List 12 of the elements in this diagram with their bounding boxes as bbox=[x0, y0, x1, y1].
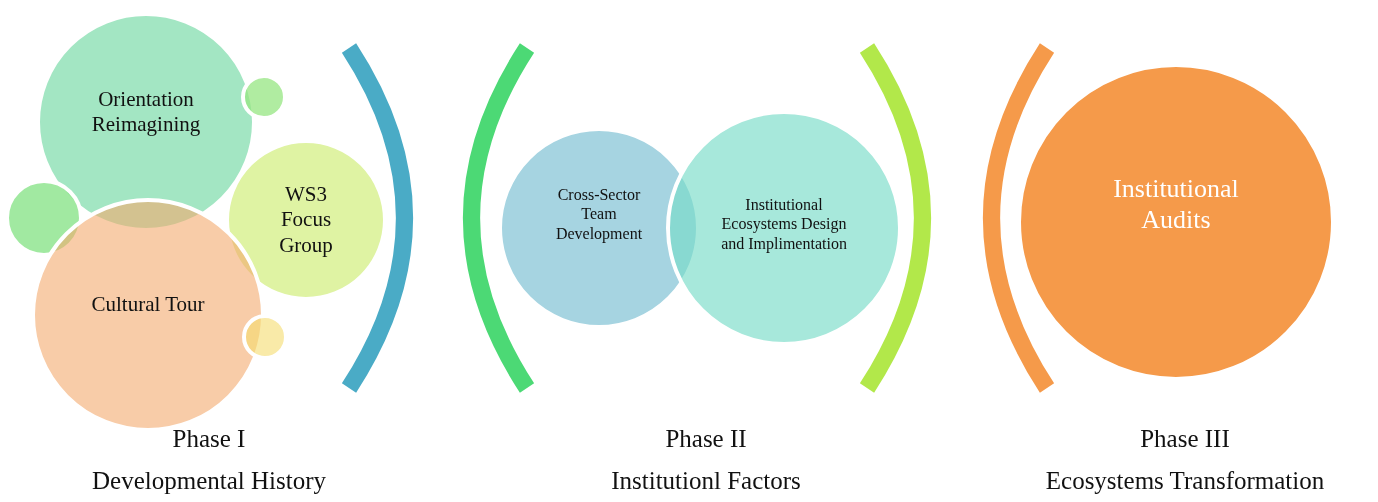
phase-subtitle: Institutionl Factors bbox=[610, 467, 802, 495]
phase-title: Phase I bbox=[171, 425, 247, 453]
circle-label: Institutional Audits bbox=[1112, 172, 1240, 236]
circle-label: Cross-Sector Team Development bbox=[554, 185, 644, 243]
phase-subtitle: Developmental History bbox=[91, 467, 327, 495]
circle-label: WS3 Focus Group bbox=[278, 182, 334, 258]
circle-label: Orientation Reimagining bbox=[90, 86, 202, 138]
circle-label: Cultural Tour bbox=[90, 292, 206, 318]
circle-label: Institutional Ecosystems Design and Implimentation bbox=[720, 195, 848, 253]
phase-subtitle: Ecosystems Transformation bbox=[1044, 467, 1326, 495]
phase-title: Phase II bbox=[664, 425, 748, 453]
phase-title: Phase III bbox=[1139, 425, 1231, 453]
